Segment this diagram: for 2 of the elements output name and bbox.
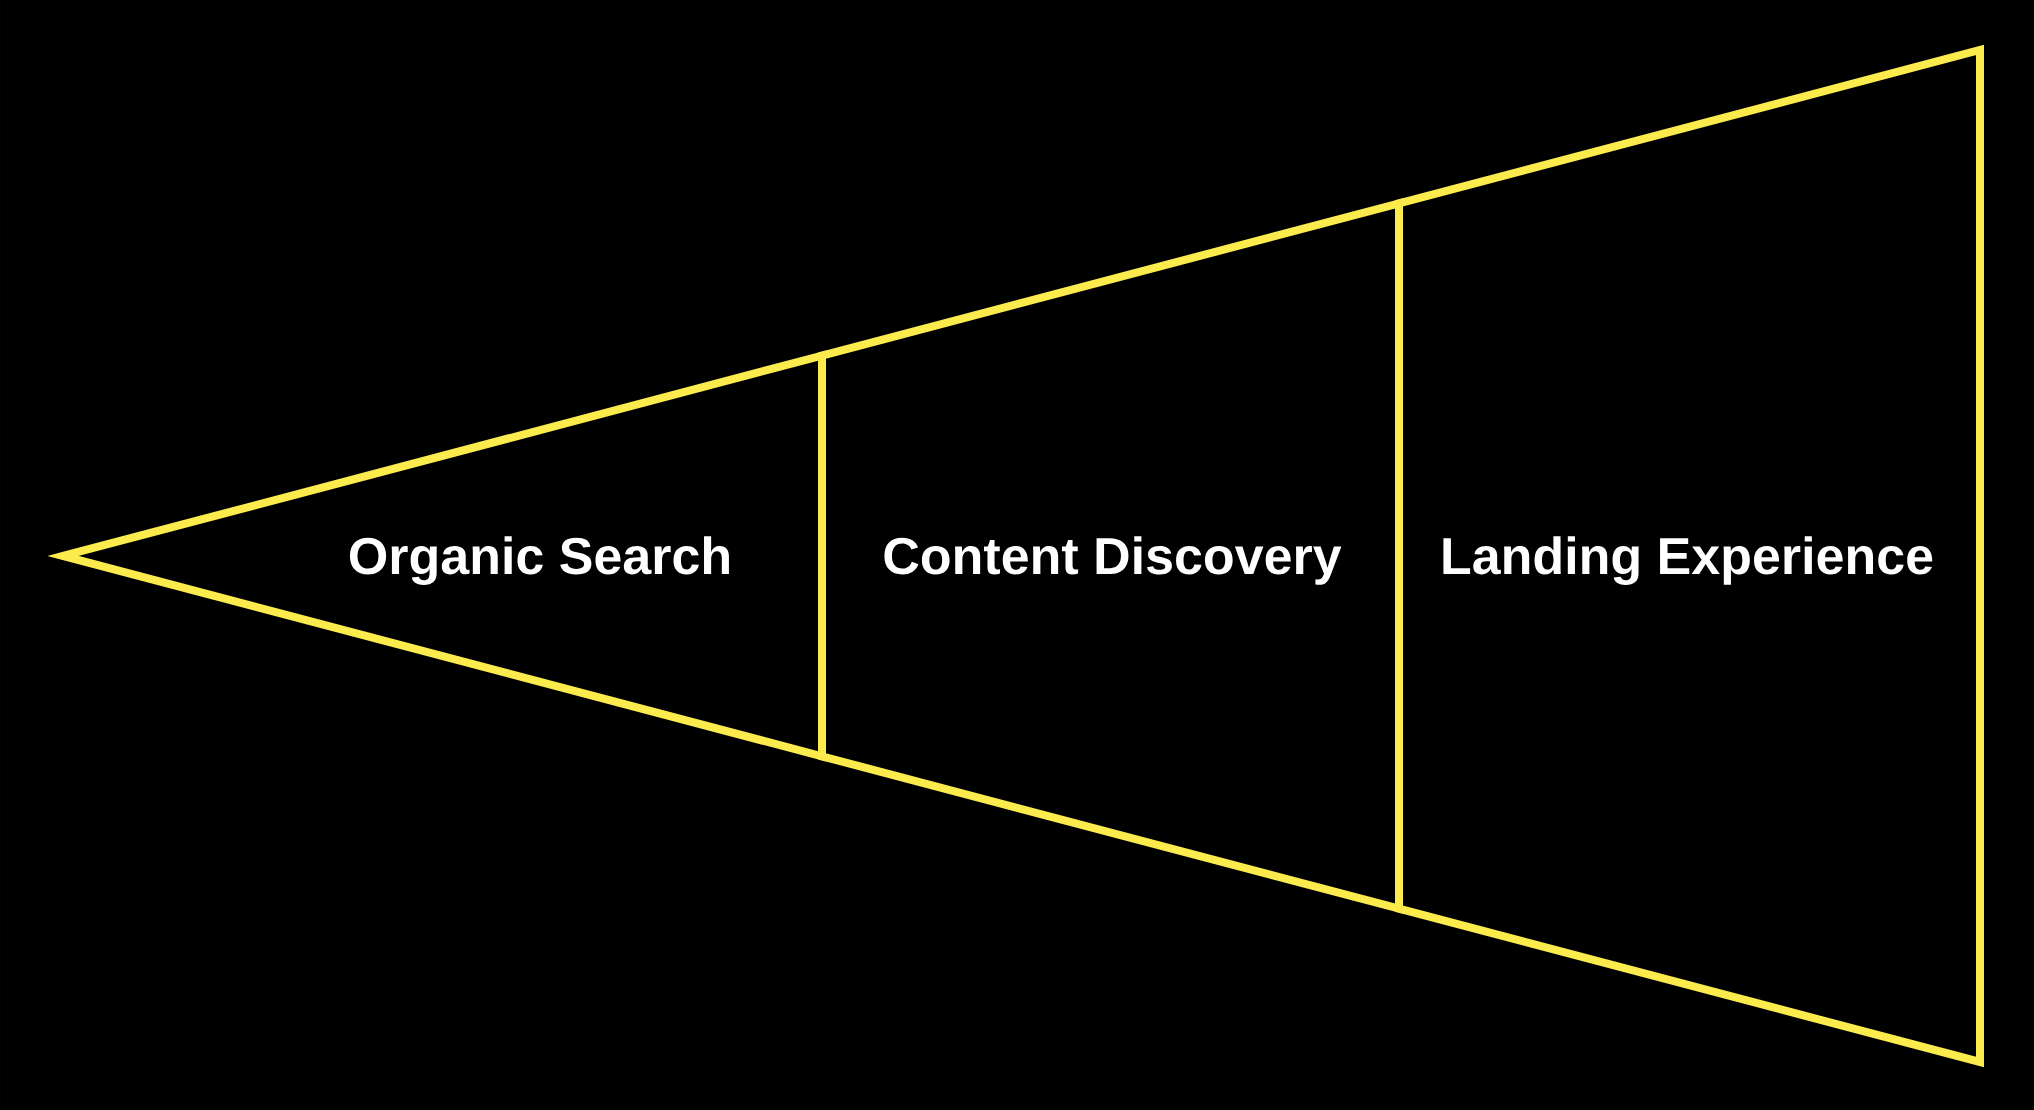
funnel-section: Content Discovery xyxy=(818,198,1403,914)
funnel-section: Landing Experience xyxy=(1395,44,1984,1068)
